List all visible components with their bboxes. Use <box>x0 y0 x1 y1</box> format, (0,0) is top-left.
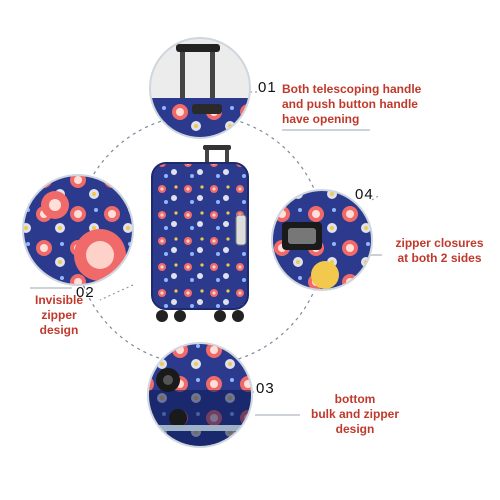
callout-02-line-2: zipper <box>41 308 77 322</box>
callout-03-line-1: bottom <box>334 392 376 406</box>
callout-text-01: Both telescoping handle and push button … <box>282 82 482 127</box>
callout-04-line-1: zipper closures <box>395 236 484 250</box>
callout-text-03: bottom bulk and zipper design <box>295 392 415 437</box>
callout-text-02: Invisible zipper design <box>14 293 104 338</box>
callout-01-line-3: have opening <box>282 112 360 126</box>
detail-circle-bottom <box>148 343 252 447</box>
callout-01-line-1: Both telescoping handle <box>282 82 422 96</box>
callout-number-01: 01 <box>258 79 277 96</box>
callout-04-line-2: at both 2 sides <box>397 251 482 265</box>
detail-circle-zipper <box>23 175 133 285</box>
callout-number-03: 03 <box>256 380 275 397</box>
callout-02-line-1: Invisible <box>34 293 84 307</box>
suitcase-main <box>151 145 249 322</box>
callout-03-line-2: bulk and zipper design <box>310 407 399 436</box>
callout-01-line-2: and push button handle <box>282 97 418 111</box>
callout-number-04: 04 <box>355 186 374 203</box>
callout-number-02: 02 <box>76 284 95 301</box>
callout-02-line-3: design <box>39 323 79 337</box>
callout-text-04: zipper closures at both 2 sides <box>382 236 497 266</box>
detail-circle-side <box>272 190 372 290</box>
